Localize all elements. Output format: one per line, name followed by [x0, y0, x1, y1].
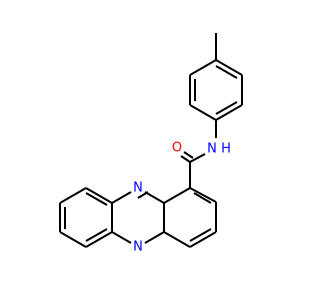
bond	[163, 231, 191, 248]
bond	[144, 231, 165, 244]
bond	[180, 155, 191, 163]
amide-hydrogen-label: H	[221, 142, 231, 157]
bond	[111, 231, 132, 244]
bond	[193, 192, 212, 204]
bond	[85, 192, 108, 206]
bond	[215, 104, 243, 121]
bond	[189, 153, 206, 163]
bond	[137, 191, 149, 199]
bond	[189, 104, 217, 121]
ring-nitrogen-bottom-label: N	[133, 240, 143, 255]
bonds	[59, 33, 243, 248]
ring-nitrogen-top-label: N	[133, 181, 143, 196]
bond	[59, 187, 87, 204]
bond	[215, 59, 243, 76]
bond	[215, 101, 238, 115]
bond	[163, 187, 191, 204]
bond	[189, 228, 212, 242]
atom-labels: O N H N N	[133, 141, 231, 255]
bond	[85, 231, 113, 248]
bond	[144, 191, 165, 204]
amide-nitrogen-label: N	[207, 142, 217, 157]
bond	[189, 187, 217, 203]
bond	[215, 65, 238, 79]
bond	[183, 151, 194, 159]
molecule-structure: O N H N N	[59, 33, 243, 255]
bond	[189, 231, 217, 248]
bond	[59, 231, 87, 248]
bond	[189, 59, 217, 76]
bond	[85, 187, 113, 204]
bond	[111, 191, 132, 204]
bond	[85, 228, 108, 242]
oxygen-label: O	[172, 141, 182, 156]
